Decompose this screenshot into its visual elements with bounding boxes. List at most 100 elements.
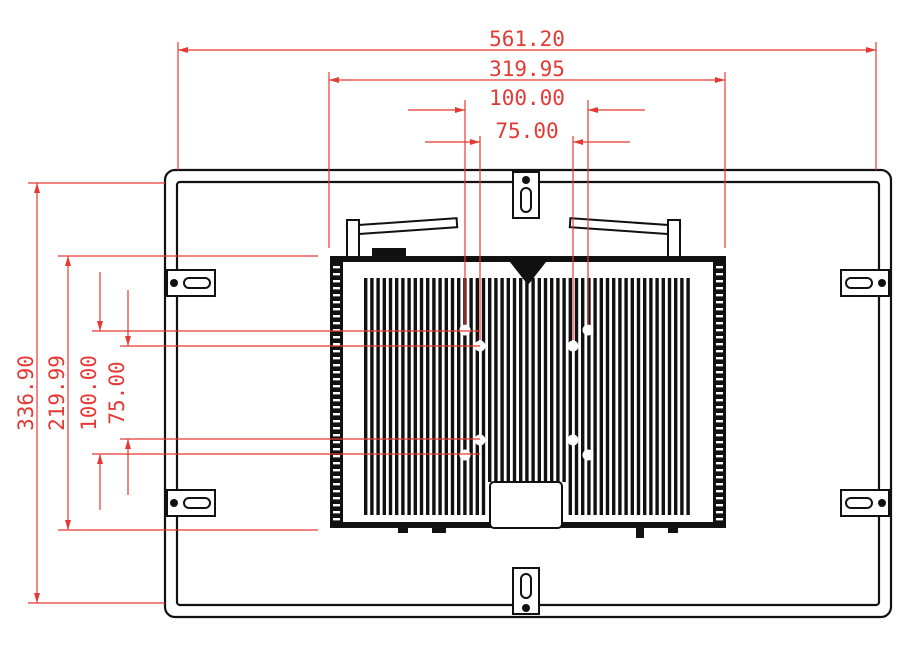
side-rib: [333, 448, 340, 451]
side-rib: [716, 469, 723, 472]
bracket-right-upper: [840, 269, 890, 297]
heatsink-fin: [543, 278, 548, 482]
side-rib: [716, 266, 723, 269]
heatsink-fin: [636, 278, 641, 515]
heatsink-fin: [419, 278, 424, 515]
heatsink-fin: [525, 278, 529, 482]
side-rib: [333, 378, 340, 381]
side-rib: [333, 350, 340, 353]
side-rib: [333, 287, 340, 290]
heatsink-fin: [388, 278, 393, 515]
heatsink-fin: [475, 278, 479, 515]
side-rib: [333, 392, 340, 395]
heatsink-fin: [562, 278, 566, 482]
side-rib: [333, 462, 340, 465]
side-rib: [716, 490, 723, 493]
side-rib: [333, 266, 340, 269]
side-rib: [333, 399, 340, 402]
side-rib: [333, 385, 340, 388]
heatsink-fin: [537, 278, 541, 482]
heatsink-box: [330, 256, 726, 538]
dim-vesa75-height: 75.00: [105, 361, 129, 424]
side-rib: [716, 343, 723, 346]
side-rib: [333, 441, 340, 444]
side-rib: [333, 273, 340, 276]
heatsink-fin: [649, 278, 653, 515]
heatsink-fin: [587, 278, 591, 515]
side-rib: [716, 518, 723, 521]
side-rib: [333, 343, 340, 346]
side-rib: [333, 371, 340, 374]
dim-vesa75-width: 75.00: [495, 119, 558, 143]
heatsink-fin: [581, 278, 585, 515]
heatsink-fin: [438, 278, 442, 515]
side-rib: [333, 455, 340, 458]
side-rib: [333, 504, 340, 507]
heatsink-fin: [556, 278, 560, 482]
heatsink-fin: [494, 278, 498, 482]
side-rib: [333, 420, 340, 423]
dim-mounting-height: 219.99: [45, 355, 69, 431]
heatsink-fin: [463, 278, 467, 515]
heatsink-fin: [643, 278, 647, 515]
side-rib: [716, 399, 723, 402]
side-rib: [716, 294, 723, 297]
side-rib: [333, 518, 340, 521]
heatsink-fin: [519, 278, 523, 482]
side-rib: [716, 483, 723, 486]
side-rib: [716, 497, 723, 500]
heatsink-fin: [432, 278, 436, 515]
heatsink-fin: [382, 278, 386, 515]
side-rib: [716, 392, 723, 395]
side-rib: [333, 469, 340, 472]
side-rib: [333, 329, 340, 332]
side-rib: [333, 357, 340, 360]
heatsink-fin: [407, 278, 411, 515]
side-rib: [716, 378, 723, 381]
side-rib: [716, 308, 723, 311]
side-rib: [716, 273, 723, 276]
side-rib: [716, 322, 723, 325]
heatsink-fin: [531, 278, 535, 482]
side-rib: [333, 476, 340, 479]
heatsink-fin: [401, 278, 405, 515]
side-rib: [716, 448, 723, 451]
heatsink-fin: [444, 278, 448, 515]
side-rib: [333, 427, 340, 430]
side-rib: [716, 336, 723, 339]
dim-mounting-width: 319.95: [489, 57, 565, 81]
heatsink-fin: [506, 278, 510, 482]
bracket-bottom: [512, 567, 540, 615]
heatsink-fin: [568, 278, 572, 515]
heatsink-fin: [457, 278, 461, 515]
antenna-right: [568, 217, 682, 259]
side-rib: [716, 364, 723, 367]
heatsink-fin: [370, 278, 374, 515]
heatsink-fin: [605, 278, 610, 515]
side-rib: [333, 280, 340, 283]
heatsink-fin: [550, 278, 554, 482]
side-rib: [333, 308, 340, 311]
bracket-left-lower: [166, 489, 216, 517]
heatsink-fin: [364, 278, 368, 515]
side-rib: [333, 497, 340, 500]
side-rib: [716, 357, 723, 360]
side-rib: [716, 434, 723, 437]
heatsink-fin: [612, 278, 616, 515]
side-rib: [333, 301, 340, 304]
side-rib: [716, 385, 723, 388]
side-rib: [716, 441, 723, 444]
bracket-left-upper: [166, 269, 216, 297]
heatsink-fin: [426, 278, 430, 515]
heatsink-fin: [450, 278, 455, 515]
side-rib: [716, 455, 723, 458]
side-rib: [333, 434, 340, 437]
heatsink-fin: [599, 278, 603, 515]
heatsink-fin: [667, 278, 672, 515]
heatsink-fin: [624, 278, 628, 515]
heatsink-fin: [655, 278, 659, 515]
heatsink-fin: [661, 278, 665, 515]
side-rib: [716, 504, 723, 507]
dim-vesa100-height: 100.00: [77, 355, 101, 431]
